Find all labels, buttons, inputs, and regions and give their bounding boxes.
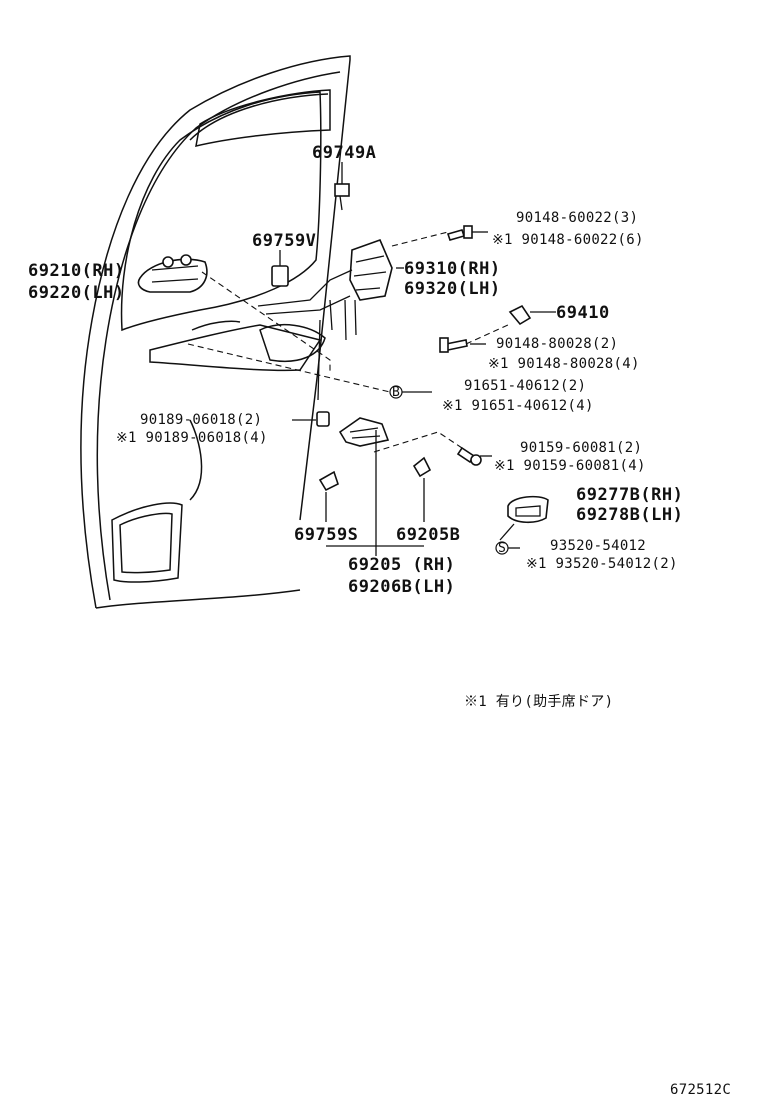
lock-knob-part (508, 304, 532, 326)
label-69759S: 69759S (294, 525, 358, 545)
clip-69749A (334, 183, 350, 211)
label-69310: 69310(RH) (404, 259, 501, 279)
label-clip-b: ※1 90189-06018(4) (116, 430, 268, 446)
label-clip-a: 90189-06018(2) (140, 412, 262, 428)
svg-text:B: B (392, 385, 400, 400)
label-69749A: 69749A (312, 143, 376, 163)
label-screw-a: 90159-60081(2) (520, 440, 642, 456)
svg-text:S: S (498, 541, 506, 556)
label-69206B: 69206B(LH) (348, 577, 455, 597)
label-69205: 69205 (RH) (348, 555, 455, 575)
label-bolt-2b: ※1 90148-80028(4) (488, 356, 640, 372)
label-nut-a: 91651-40612(2) (464, 378, 586, 394)
label-69320: 69320(LH) (404, 279, 501, 299)
badge-B: B (389, 385, 403, 400)
outside-handle-part (137, 254, 208, 293)
label-screw-2b: ※1 93520-54012(2) (526, 556, 678, 572)
label-bolt-1b: ※1 90148-60022(6) (492, 232, 644, 248)
label-screw-2a: 93520-54012 (550, 538, 646, 554)
badge-S: S (495, 541, 509, 556)
label-69210: 69210(RH) (28, 261, 125, 281)
label-69205B: 69205B (396, 525, 460, 545)
label-nut-b: ※1 91651-40612(4) (442, 398, 594, 414)
door-panel (80, 55, 351, 609)
label-screw-b: ※1 90159-60081(4) (494, 458, 646, 474)
bezel-part (507, 495, 549, 524)
label-bolt-2a: 90148-80028(2) (496, 336, 618, 352)
label-69278B: 69278B(LH) (576, 505, 683, 525)
clip-69759V (271, 265, 289, 287)
door-lock-assembly (257, 238, 393, 401)
label-69277B: 69277B(RH) (576, 485, 683, 505)
label-69220: 69220(LH) (28, 283, 125, 303)
cap-69205B (412, 456, 432, 478)
footnote: ※1 有り(助手席ドア) (464, 694, 613, 710)
label-69410: 69410 (556, 303, 610, 323)
clip-69759S (318, 470, 339, 492)
label-69759V: 69759V (252, 231, 316, 251)
drawing-code: 672512C (670, 1082, 731, 1098)
label-bolt-1a: 90148-60022(3) (516, 210, 638, 226)
inside-handle-part (338, 417, 390, 447)
leader-lines (187, 162, 556, 556)
bolt-parts (316, 225, 482, 466)
